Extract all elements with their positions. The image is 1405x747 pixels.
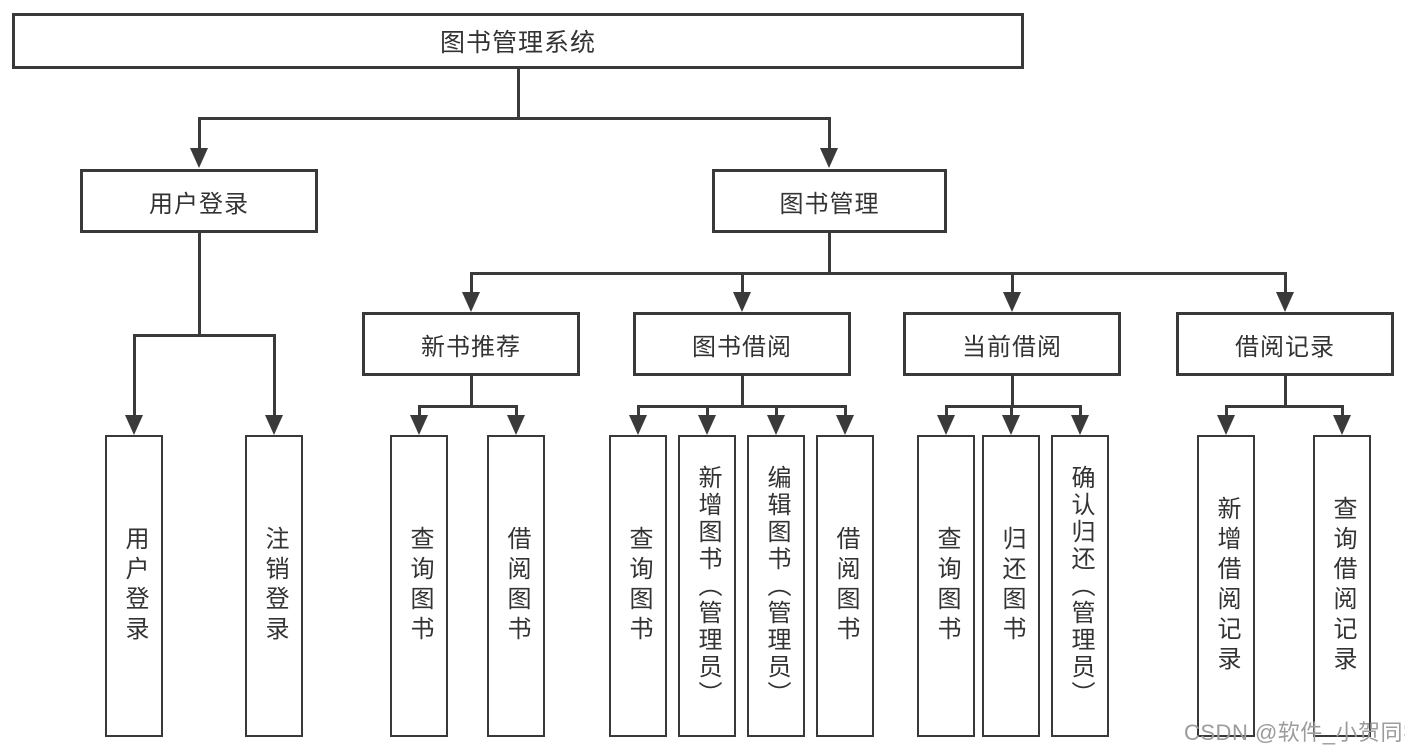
node-label: 查询借阅记录 <box>1329 496 1356 676</box>
arrow-down-icon <box>125 415 143 435</box>
node-label: 借阅图书 <box>503 526 530 646</box>
arrow-down-icon <box>1002 415 1020 435</box>
leaf-user-login: 用户登录 <box>105 435 163 737</box>
connector-leaf-stub <box>843 406 847 417</box>
connector-group3-bus <box>944 404 1082 408</box>
node-root-system: 图书管理系统 <box>12 13 1024 69</box>
leaf-return-books: 归还图书 <box>982 435 1040 737</box>
connector-leaf-stub <box>272 335 276 416</box>
connector-leaf-stub <box>944 406 948 417</box>
arrow-down-icon <box>410 415 428 435</box>
connector-leaf-stub <box>774 406 778 417</box>
leaf-query-borrow-record: 查询借阅记录 <box>1313 435 1371 737</box>
connector-leaf-stub <box>1078 406 1082 417</box>
connector-login-drop <box>197 233 201 336</box>
node-label: 编辑图书（管理员） <box>763 464 790 708</box>
csdn-watermark: CSDN @软件_小贺同学 <box>1184 720 1405 745</box>
arrow-down-icon <box>698 415 716 435</box>
node-label: 查询图书 <box>406 526 433 646</box>
node-label: 借阅记录 <box>1235 333 1335 361</box>
connector-leaf-stub <box>132 335 136 416</box>
leaf-borrow-books: 借阅图书 <box>487 435 545 737</box>
arrow-down-icon <box>462 292 480 312</box>
arrow-down-icon <box>820 148 838 168</box>
connector-leaf-stub <box>636 406 640 417</box>
arrow-down-icon <box>1217 415 1235 435</box>
connector-leaf-stub <box>1009 406 1013 417</box>
connector-manage-stub <box>827 118 831 149</box>
node-user-login: 用户登录 <box>80 169 318 233</box>
leaf-edit-book-admin: 编辑图书（管理员） <box>747 435 805 737</box>
connector-group-stub <box>469 273 473 294</box>
node-label: 确认归还（管理员） <box>1067 464 1094 708</box>
node-label: 新增图书（管理员） <box>694 464 721 708</box>
connector-root-stub <box>516 69 520 118</box>
arrow-down-icon <box>836 415 854 435</box>
leaf-query-books: 查询图书 <box>390 435 448 737</box>
node-label: 用户登录 <box>149 190 249 218</box>
arrow-down-icon <box>507 415 525 435</box>
node-label: 图书借阅 <box>692 333 792 361</box>
connector-level3-bus <box>469 271 1287 275</box>
node-book-management: 图书管理 <box>712 169 947 233</box>
node-label: 图书管理系统 <box>439 29 596 57</box>
connector-leaf-stub <box>1340 406 1344 417</box>
arrow-down-icon <box>190 148 208 168</box>
connector-leaf-stub <box>705 406 709 417</box>
node-new-book-recommend: 新书推荐 <box>362 312 580 376</box>
connector-group1-drop <box>469 375 473 407</box>
arrow-down-icon <box>1276 292 1294 312</box>
arrow-down-icon <box>937 415 955 435</box>
leaf-logout: 注销登录 <box>245 435 303 737</box>
connector-group4-bus <box>1224 404 1344 408</box>
node-book-borrow: 图书借阅 <box>633 312 851 376</box>
connector-group1-bus <box>417 404 518 408</box>
node-label: 借阅图书 <box>832 526 859 646</box>
connector-leaf-stub <box>514 406 518 417</box>
leaf-add-book-admin: 新增图书（管理员） <box>678 435 736 737</box>
arrow-down-icon <box>733 292 751 312</box>
connector-group3-drop <box>1010 375 1014 407</box>
arrow-down-icon <box>1003 292 1021 312</box>
connector-group-stub <box>1283 273 1287 294</box>
connector-leaf-stub <box>1224 406 1228 417</box>
node-label: 查询图书 <box>625 526 652 646</box>
connector-login-stub <box>197 118 201 149</box>
node-label: 归还图书 <box>998 526 1025 646</box>
connector-group-stub <box>1010 273 1014 294</box>
node-label: 注销登录 <box>261 526 288 646</box>
connector-leaf-stub <box>417 406 421 417</box>
leaf-borrow-books: 借阅图书 <box>816 435 874 737</box>
connector-group2-bus <box>636 404 847 408</box>
connector-group4-drop <box>1283 375 1287 407</box>
node-label: 当前借阅 <box>962 333 1062 361</box>
node-borrow-records: 借阅记录 <box>1176 312 1394 376</box>
node-label: 图书管理 <box>779 190 880 218</box>
leaf-confirm-return-admin: 确认归还（管理员） <box>1051 435 1109 737</box>
arrow-down-icon <box>265 415 283 435</box>
leaf-add-borrow-record: 新增借阅记录 <box>1197 435 1255 737</box>
node-label: 用户登录 <box>121 526 148 646</box>
arrow-down-icon <box>629 415 647 435</box>
connector-group2-drop <box>740 375 744 407</box>
node-label: 查询图书 <box>933 526 960 646</box>
arrow-down-icon <box>767 415 785 435</box>
arrow-down-icon <box>1071 415 1089 435</box>
node-current-borrow: 当前借阅 <box>903 312 1121 376</box>
connector-manage-drop <box>827 233 831 274</box>
leaf-query-books: 查询图书 <box>609 435 667 737</box>
node-label: 新书推荐 <box>421 333 521 361</box>
connector-level2-bus <box>197 116 831 120</box>
node-label: 新增借阅记录 <box>1213 496 1240 676</box>
connector-login-bus <box>132 333 276 337</box>
arrow-down-icon <box>1333 415 1351 435</box>
connector-group-stub <box>740 273 744 294</box>
leaf-query-books: 查询图书 <box>917 435 975 737</box>
